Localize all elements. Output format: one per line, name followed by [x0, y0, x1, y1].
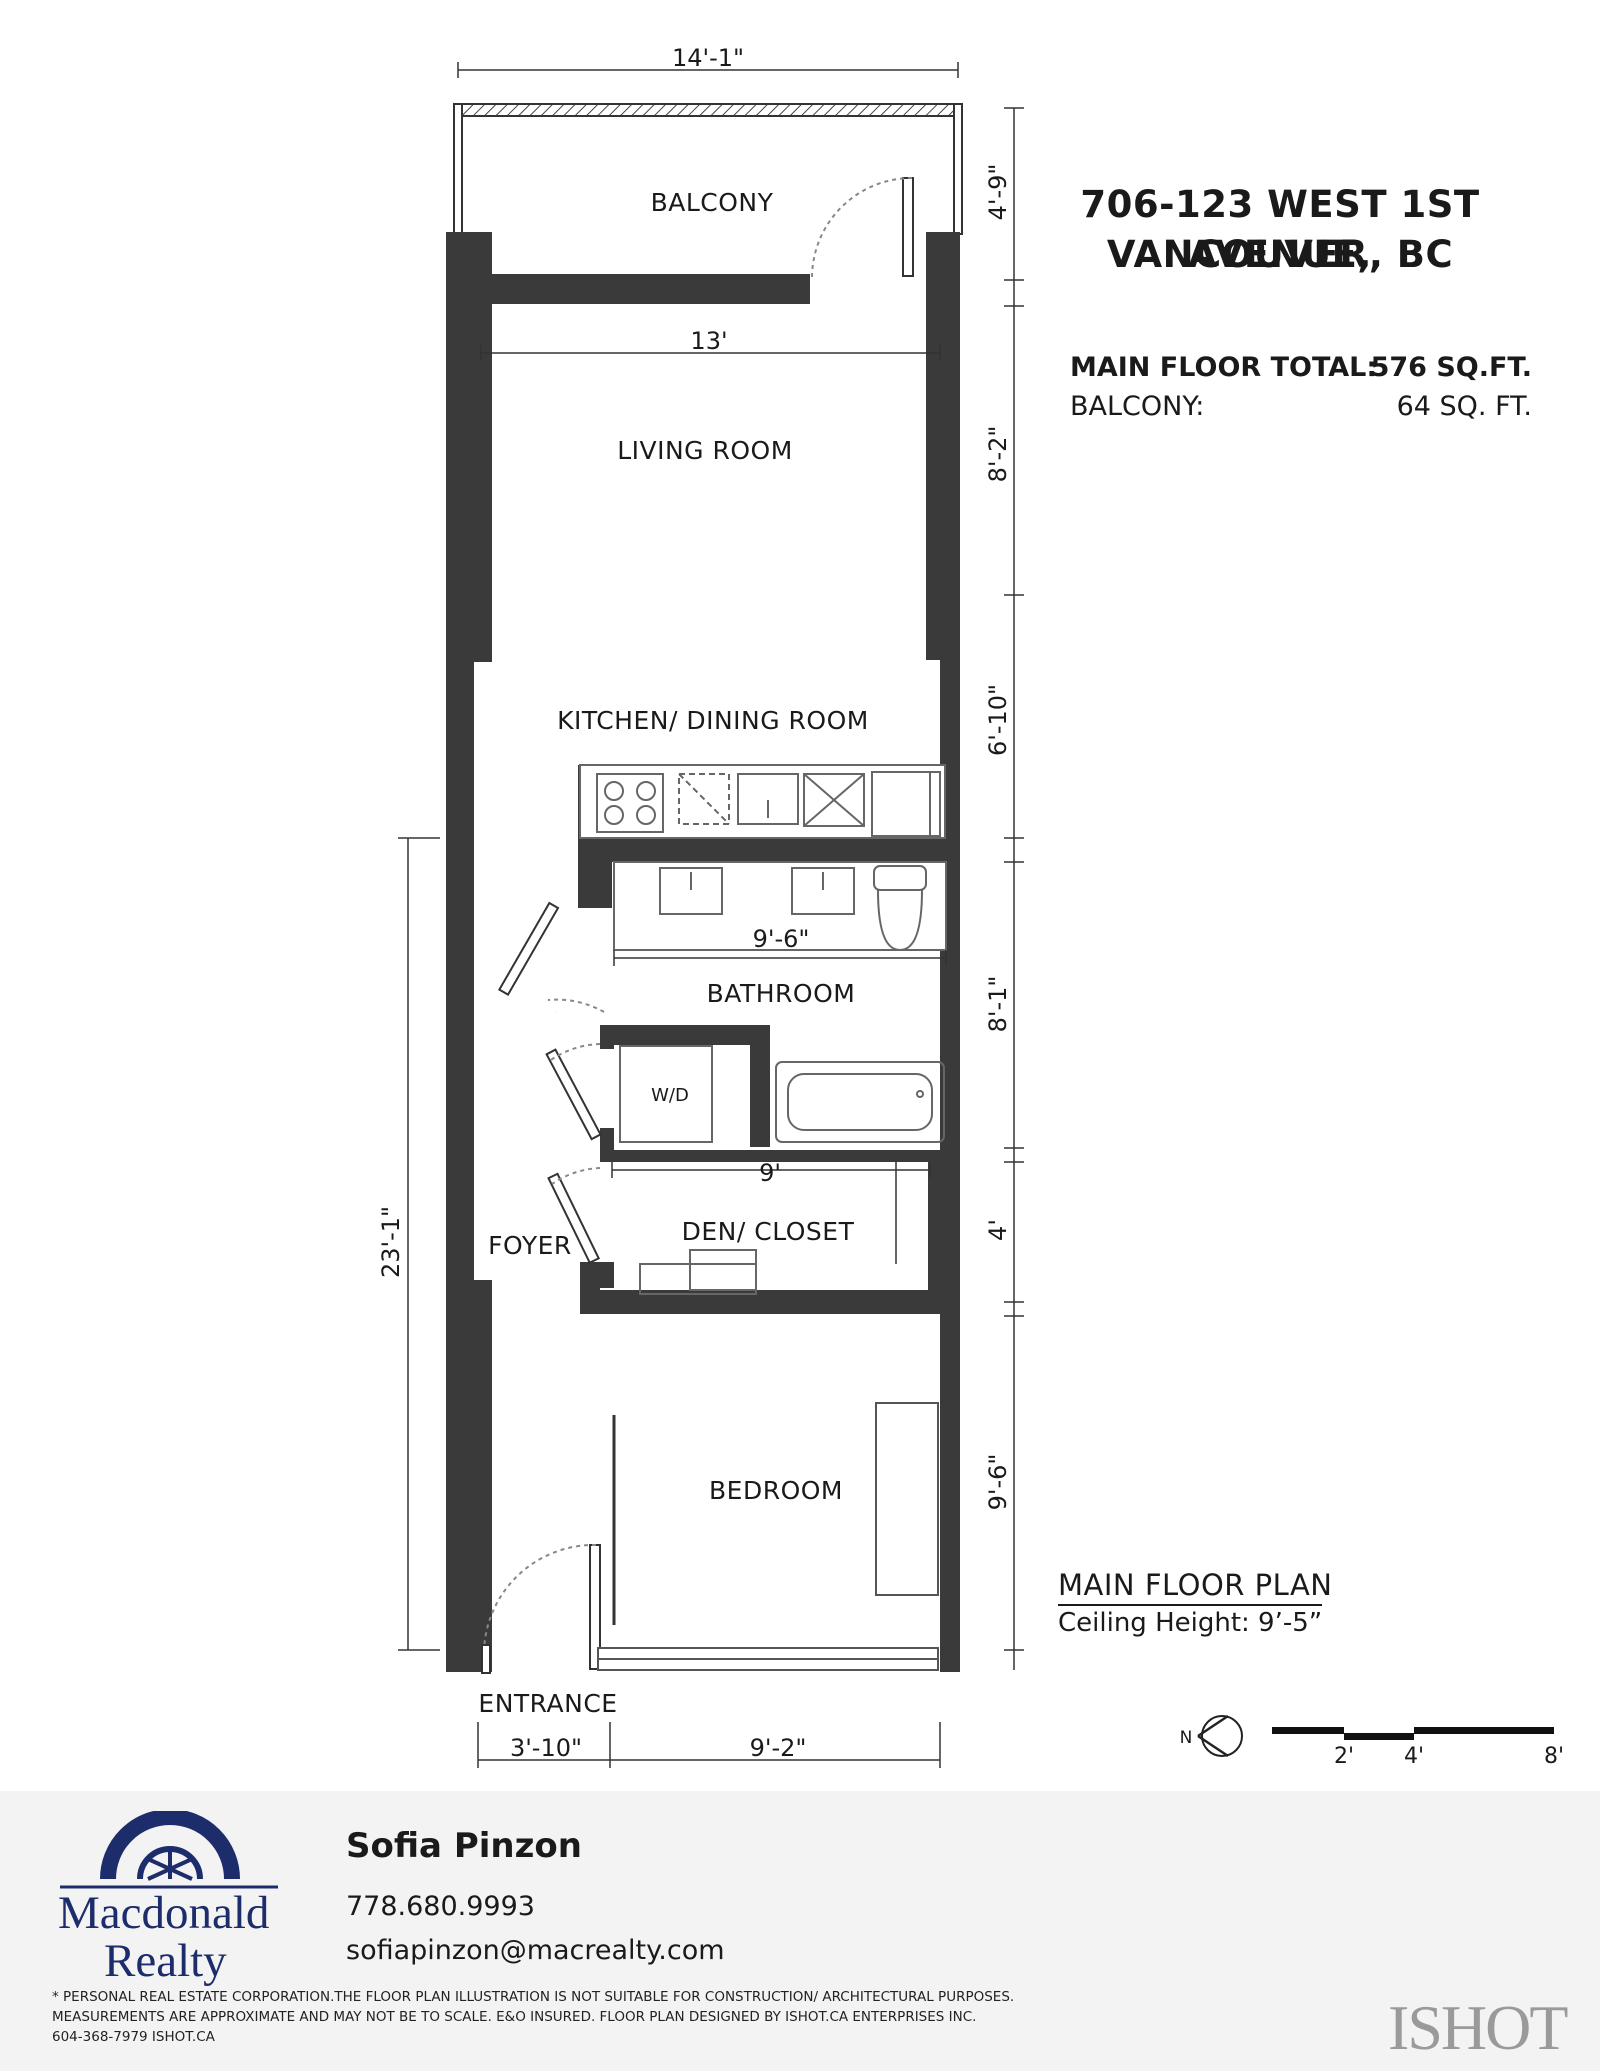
bathtub-icon [775, 1061, 945, 1143]
dim-living-width: 13' [690, 327, 727, 355]
den-desk [639, 1162, 897, 1295]
dim-bath-depth: 8'-1" [984, 976, 1012, 1033]
dim-living-depth: 8'-2" [984, 426, 1012, 483]
kitchen-counter [579, 764, 946, 839]
dimension-labels: 14'-1" 13' 9'-6" 9' 3'-10" 9'-2" 4'-9" 8… [377, 44, 1012, 1762]
foyer-label: FOYER [488, 1231, 572, 1260]
main-floor-total-label: MAIN FLOOR TOTAL: [1070, 352, 1378, 383]
dim-den-depth: 4' [984, 1219, 1012, 1241]
north-label: N [1180, 1728, 1193, 1748]
ceiling-height: Ceiling Height: 9’-5” [1058, 1608, 1323, 1638]
dim-overall-depth: 23'-1" [377, 1206, 405, 1278]
scale-label-2: 2' [1334, 1744, 1354, 1769]
plan-label: MAIN FLOOR PLAN Ceiling Height: 9’-5” [1058, 1568, 1333, 1638]
scale-label-4: 4' [1404, 1744, 1424, 1769]
plan-title: MAIN FLOOR PLAN [1058, 1568, 1333, 1602]
toilet-icon [873, 865, 927, 952]
footer: Macdonald Realty Sofia Pinzon 778.680.99… [0, 1791, 1600, 2071]
north-arrow-icon: N [1180, 1714, 1243, 1758]
kitchen-dining-label: KITCHEN/ DINING ROOM [557, 706, 869, 735]
dim-balcony-depth: 4'-9" [984, 164, 1012, 221]
bathroom-fixtures [613, 861, 947, 1295]
agent-name: Sofia Pinzon [346, 1826, 582, 1866]
macdonald-realty-logo-icon [60, 1811, 278, 1889]
ishot-watermark-logo: ISHOT [1388, 1992, 1568, 2063]
bedroom-label: BEDROOM [709, 1476, 843, 1505]
address-line-2: VANCOUVER, BC [1106, 233, 1454, 276]
kitchen-sink-icon [678, 773, 799, 825]
plan-title-underline [1058, 1604, 1322, 1606]
living-room-label: LIVING ROOM [617, 436, 793, 465]
disclaimer-line-3: 604-368-7979 ISHOT.CA [52, 2029, 215, 2045]
cooktop-icon [596, 773, 664, 833]
floor-plan: BALCONY LIVING ROOM KITCHEN/ DINING ROOM… [377, 44, 1564, 1769]
dim-kitchen-depth: 6'-10" [984, 684, 1012, 756]
disclaimer-line-2: MEASUREMENTS ARE APPROXIMATE AND MAY NOT… [52, 2009, 977, 2025]
agent-phone: 778.680.9993 [346, 1891, 535, 1922]
doors [481, 177, 914, 1674]
dishwasher-icon [803, 773, 865, 827]
scale-label-8: 8' [1544, 1744, 1564, 1769]
disclaimer-line-1: * PERSONAL REAL ESTATE CORPORATION.THE F… [52, 1989, 1015, 2005]
agent-email[interactable]: sofiapinzon@macrealty.com [346, 1935, 725, 1966]
den-closet-label: DEN/ CLOSET [682, 1217, 855, 1246]
scale-bar: 2' 4' 8' [1272, 1727, 1564, 1769]
balcony-railing [453, 103, 963, 235]
fridge-icon [871, 771, 941, 837]
washer-dryer-icon [619, 1045, 713, 1143]
dim-bath-width: 9'-6" [753, 925, 810, 953]
balcony-label: BALCONY [651, 188, 774, 217]
address-line-1: 706-123 WEST 1ST AVENUE, [1080, 183, 1480, 276]
main-floor-total-value: 576 SQ.FT. [1370, 352, 1532, 383]
bedroom-fixtures [597, 1402, 939, 1671]
balcony-area-value: 64 SQ. FT. [1396, 391, 1532, 422]
dim-balcony-width: 14'-1" [672, 44, 744, 72]
bathroom-label: BATHROOM [707, 979, 856, 1008]
vanity-sink-icon [659, 867, 855, 915]
brand-line-2: Realty [104, 1935, 227, 1987]
balcony-area-label: BALCONY: [1070, 391, 1205, 422]
entrance-label: ENTRANCE [478, 1689, 617, 1718]
dim-den-width: 9' [759, 1159, 781, 1187]
wd-label: W/D [651, 1085, 689, 1106]
dim-bedroom-width: 9'-2" [750, 1734, 807, 1762]
brand-line-1: Macdonald [58, 1887, 270, 1939]
dim-bedroom-depth: 9'-6" [984, 1454, 1012, 1511]
dim-entrance-width: 3'-10" [510, 1734, 582, 1762]
dimension-lines [398, 62, 1024, 1768]
